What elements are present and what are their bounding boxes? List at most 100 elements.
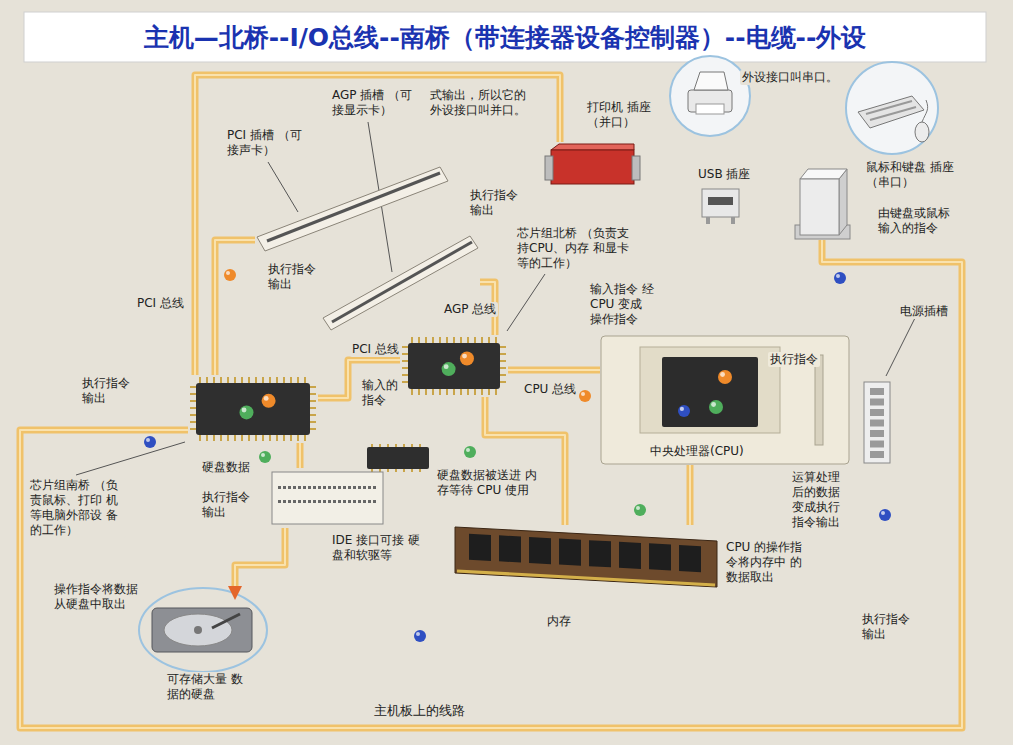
text-holder: 内存 <box>545 610 585 629</box>
text-holder: USB 插座 <box>696 163 766 182</box>
component-label: 内存 <box>545 614 573 629</box>
text-holder: 操作指令将数据 从硬盘中取出 <box>52 582 144 612</box>
component-label: 电源插槽 <box>898 304 950 319</box>
text-holder: 芯片组北桥 （负责支持CPU、内存 和显卡等的工作） <box>515 226 640 271</box>
bus-label: AGP 总线 <box>442 302 498 317</box>
text-holder: 外设接口叫串口。 <box>740 66 840 85</box>
chip-pins <box>402 337 506 395</box>
bus-label: CPU 总线 <box>522 382 578 397</box>
bus-label: PCI 总线 <box>350 342 401 357</box>
ball-highlight <box>444 364 449 369</box>
memory-chip <box>679 545 701 572</box>
text-holder: AGP 插槽 （可接显示卡） <box>330 88 422 118</box>
trace-line <box>508 367 600 374</box>
power-pin <box>870 430 884 437</box>
ball-highlight <box>462 354 467 359</box>
chip-symbol <box>188 375 318 443</box>
power-body <box>864 382 890 463</box>
memory-board <box>455 527 717 587</box>
callout-label: 执行指令 <box>768 352 820 367</box>
trace-line <box>485 397 565 525</box>
usb-slot <box>708 197 733 205</box>
text-holder: CPU 的操作指 令将内存中 的数据取出 <box>724 540 806 585</box>
ball-highlight <box>711 402 716 407</box>
power-socket: 电源插槽 <box>852 380 902 465</box>
text-holder: 打印机 插座（并口） <box>585 100 667 130</box>
callout-label: 执行指令 输出 <box>860 612 912 642</box>
memory-contacts <box>457 571 715 585</box>
socket-pad <box>640 347 780 433</box>
printer-port: 打印机 插座（并口） <box>545 142 640 192</box>
usb-body <box>702 189 739 217</box>
title: 主机—北桥--I/O总线--南桥（带连接器设备控制器）--电缆--外设 <box>144 21 867 54</box>
signal-ball <box>460 352 474 366</box>
component-label: PCI 插槽 （可接声卡） <box>225 128 307 158</box>
text-holder: PCI 总线 <box>350 338 401 357</box>
callout-label: 操作指令将数据 从硬盘中取出 <box>52 582 144 612</box>
printer-symbol <box>545 142 640 192</box>
text-holder: 中央处理器(CPU) <box>648 440 788 459</box>
trace-highlight <box>215 240 255 375</box>
pci-slot: PCI 插槽 （可接声卡） <box>255 165 450 255</box>
text-holder: 式输出，所以它的 外设接口叫并口。 <box>428 88 533 118</box>
text-holder: 执行指令 输出 <box>80 376 132 406</box>
memory-module: 内存 <box>455 525 717 605</box>
text-holder: PCI 总线 <box>135 292 186 311</box>
hard-disk: 可存储大量 数据的硬盘 <box>150 600 255 658</box>
component-label: 中央处理器(CPU) <box>648 444 746 459</box>
power-pin <box>870 451 884 458</box>
power-pin <box>870 441 884 448</box>
trace-highlight <box>485 397 565 525</box>
ball-highlight <box>680 407 684 411</box>
callout-label: 式输出，所以它的 外设接口叫并口。 <box>428 88 533 118</box>
usb-leg <box>731 217 735 224</box>
signal-ball <box>240 405 254 419</box>
memory-chip <box>499 535 521 562</box>
port-front <box>800 179 839 235</box>
text-holder: AGP 总线 <box>442 298 498 317</box>
component-label: 鼠标和键盘 插座（串口） <box>864 160 959 190</box>
bus-trace <box>20 240 962 728</box>
text-holder: 输入的 指令 <box>360 378 400 408</box>
text-holder: 运算处理 后的数据 变成执行 指令输出 <box>790 470 844 530</box>
text-holder: CPU 总线 <box>522 378 578 397</box>
trace-highlight <box>195 75 560 375</box>
callout-label: CPU 的操作指 令将内存中 的数据取出 <box>724 540 806 585</box>
bus-trace <box>300 443 301 468</box>
callout-label: 输入的 指令 <box>360 378 400 408</box>
slot1-symbol <box>255 165 450 255</box>
text-holder: 执行指令 输出 <box>860 612 912 642</box>
bus-trace <box>508 370 600 371</box>
ball-highlight <box>720 372 725 377</box>
power-pin <box>870 420 884 427</box>
chip-body <box>196 383 310 435</box>
chip-body <box>408 343 500 389</box>
hdd-symbol <box>150 600 255 658</box>
port-body <box>551 150 634 184</box>
port-side <box>839 169 847 235</box>
callout-label: 主机板上的线路 <box>372 703 467 719</box>
text-holder: 可存储大量 数据的硬盘 <box>165 672 250 702</box>
callout-label: 由键盘或鼠标 输入的指令 <box>876 206 958 236</box>
chip-symbol <box>400 335 508 397</box>
callout-label: 硬盘数据 <box>200 460 252 475</box>
text-holder: IDE 接口可接 硬盘和软驱等 <box>330 533 425 563</box>
component-label: USB 插座 <box>696 167 752 182</box>
hdd-arm <box>212 614 240 628</box>
trace-line <box>297 443 304 468</box>
bus-label: PCI 总线 <box>135 296 186 311</box>
usb-symbol <box>698 185 743 225</box>
slot-groove <box>267 173 440 241</box>
component-label: 可存储大量 数据的硬盘 <box>165 672 250 702</box>
port-top <box>551 144 634 150</box>
trace-highlight <box>235 528 285 586</box>
text-holder: 执行指令 输出 <box>200 490 252 520</box>
text-holder: 主机板上的线路 <box>372 700 502 719</box>
usb-leg <box>706 217 710 224</box>
signal-ball <box>709 400 723 414</box>
callout-label: 执行指令 输出 <box>266 262 318 292</box>
signal-ball <box>262 394 276 408</box>
callout-label: 输入指令 经 CPU 变成 操作指令 <box>588 282 658 327</box>
port-flange <box>545 156 553 180</box>
bios-chip <box>367 444 429 472</box>
